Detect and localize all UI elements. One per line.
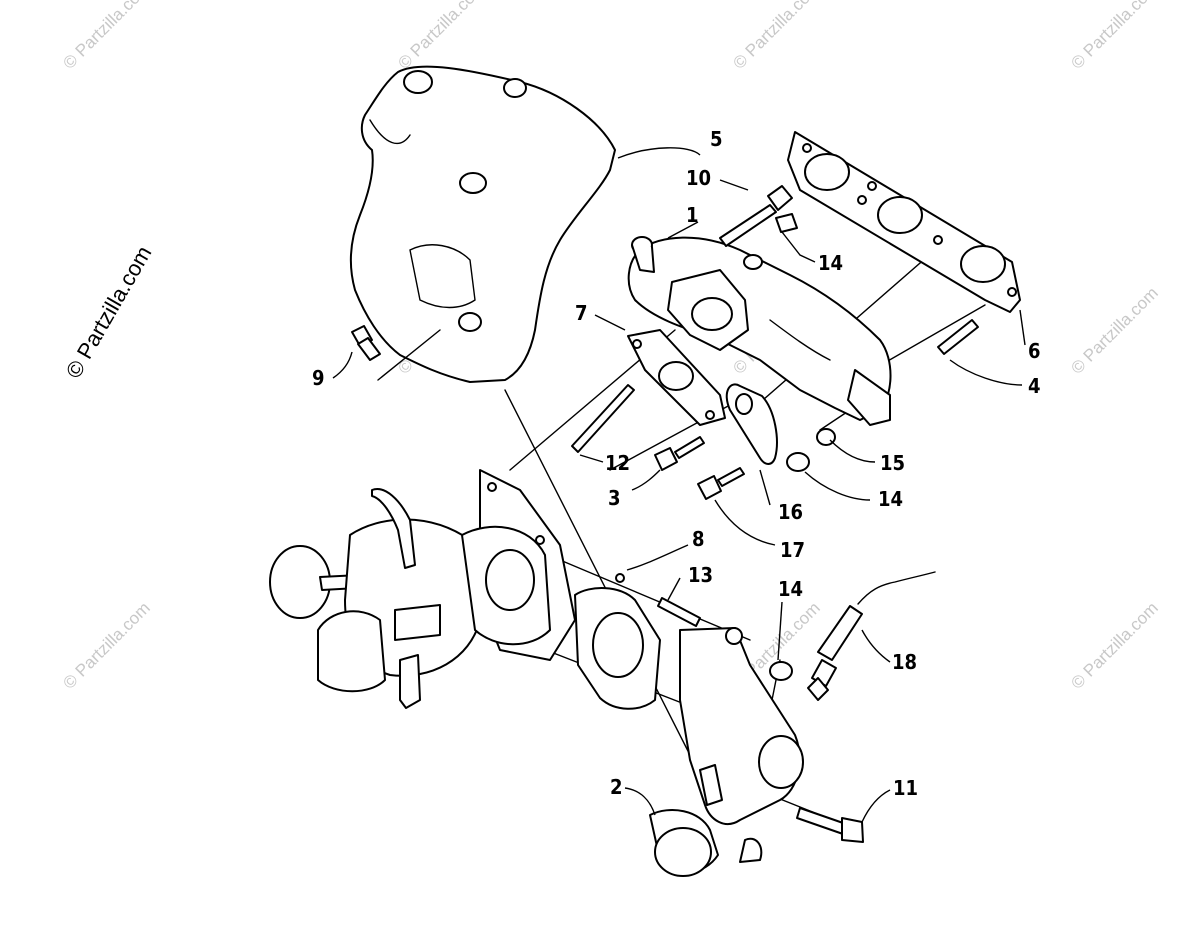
watermark-tile: © Partzilla.com [59, 0, 153, 73]
bracket-plate [725, 383, 778, 465]
leader-lines [332, 147, 1026, 823]
callout-11: 11 [893, 776, 918, 800]
turbo-gasket [574, 573, 661, 710]
callout-labels: 1 2 3 4 5 6 7 8 9 10 11 12 13 14 14 14 1… [312, 127, 1041, 800]
callout-8: 8 [692, 527, 705, 551]
exhaust-manifold [627, 236, 892, 426]
watermark-tile: © Partzilla.com [394, 0, 488, 73]
nuts [769, 213, 810, 681]
watermark-tile: © Partzilla.com [59, 598, 153, 692]
side-watermark: © Partzilla.com [61, 242, 157, 383]
callout-14-lower: 14 [778, 577, 803, 601]
callout-14-upper: 14 [818, 251, 843, 275]
turbo-stud [657, 597, 701, 627]
long-stud [571, 384, 635, 453]
heat-shield-cover [349, 65, 616, 383]
callout-14-middle: 14 [878, 487, 903, 511]
callout-10: 10 [686, 166, 711, 190]
exhaust-gasket [787, 131, 1021, 313]
callout-9: 9 [312, 366, 325, 390]
callout-5: 5 [710, 127, 723, 151]
callout-16: 16 [778, 500, 803, 524]
watermark-tile: © Partzilla.com [729, 0, 823, 73]
outlet-elbow [649, 627, 804, 877]
cover-bolt [351, 325, 441, 381]
callout-15: 15 [880, 451, 905, 475]
flange-bolt [719, 185, 793, 247]
turbocharger [269, 469, 576, 709]
callout-18: 18 [892, 650, 917, 674]
bracket-bolts [654, 436, 745, 500]
callout-17: 17 [780, 538, 805, 562]
callout-12: 12 [605, 451, 630, 475]
callout-13: 13 [688, 563, 713, 587]
stud-bolt [937, 319, 979, 355]
watermark-tile: © Partzilla.com [1067, 283, 1161, 377]
callout-4: 4 [1028, 374, 1041, 398]
watermark-tile: © Partzilla.com [1067, 598, 1161, 692]
watermark-tile: © Partzilla.com [1067, 0, 1161, 73]
callout-3: 3 [608, 486, 621, 510]
flange-gasket [627, 329, 726, 426]
oxygen-sensor [807, 571, 936, 701]
callout-2: 2 [610, 775, 623, 799]
elbow-bolt [796, 807, 864, 843]
callout-6: 6 [1028, 339, 1041, 363]
callout-1: 1 [686, 203, 699, 227]
callout-7: 7 [575, 301, 588, 325]
